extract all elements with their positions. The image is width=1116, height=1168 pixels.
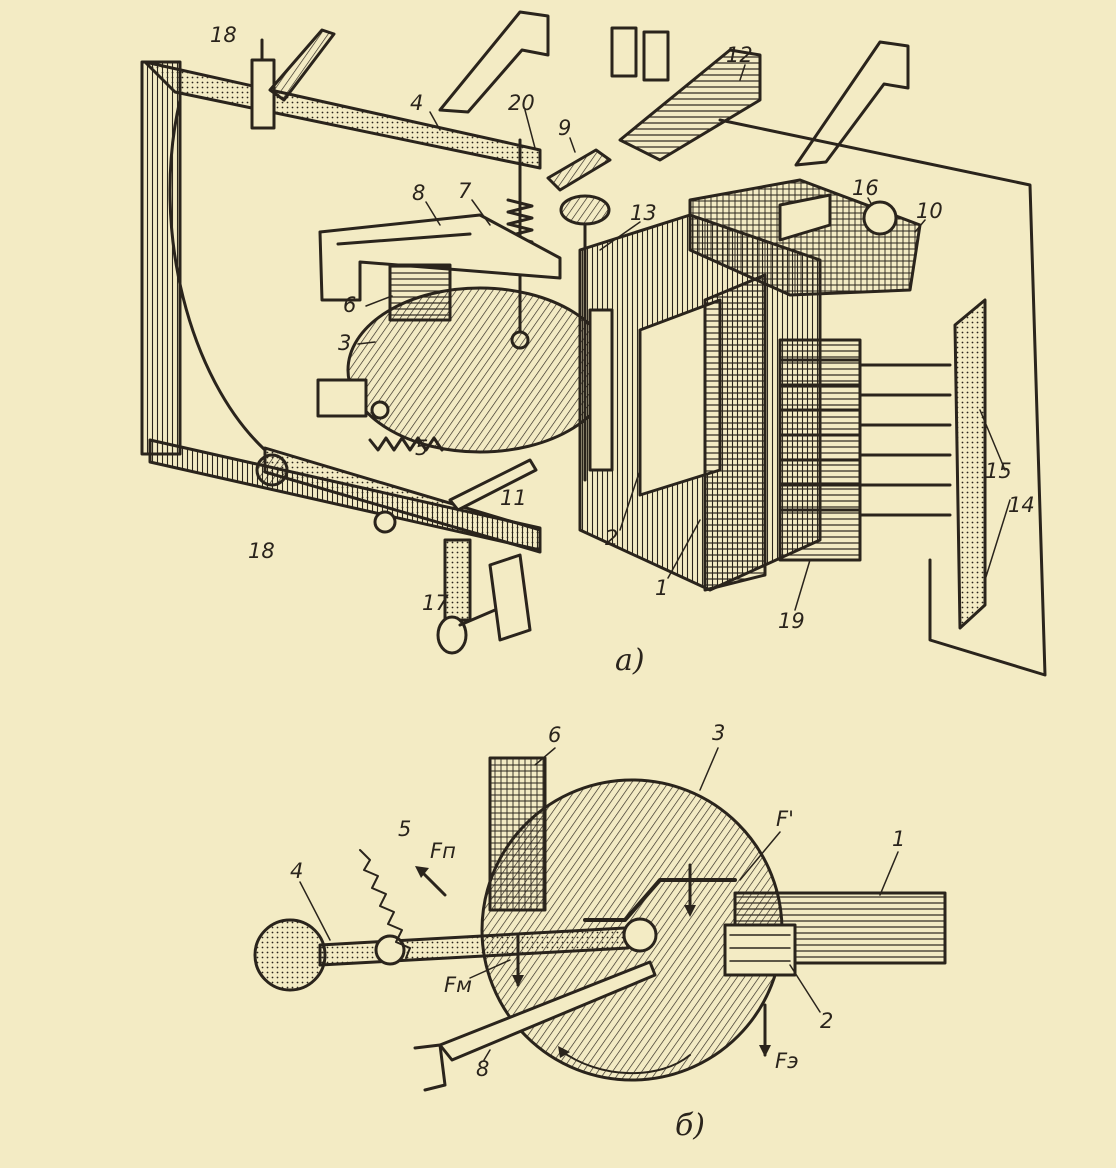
label-18-top: 18: [210, 23, 237, 47]
label-b-Fp: Fп: [430, 839, 456, 863]
label-b-8: 8: [476, 1057, 489, 1081]
label-b-4: 4: [290, 859, 303, 883]
knob: [559, 194, 611, 482]
top-bracket: [250, 28, 336, 130]
label-16: 16: [852, 176, 879, 200]
adjust-screw: [316, 378, 390, 420]
label-11: 11: [500, 486, 527, 510]
label-1: 1: [655, 576, 668, 600]
figure-a-labels: 18 4 20 9 12 8 7 13 16 10 6 3 5 11 2 1 1…: [210, 23, 1035, 678]
label-19: 19: [778, 609, 805, 633]
label-18-bottom: 18: [248, 539, 275, 563]
handles: [438, 10, 910, 167]
spring-5-b: [359, 849, 411, 959]
label-12: 12: [726, 43, 753, 67]
magnet-6-b: [488, 756, 547, 912]
label-b-Fe: Fэ: [775, 1049, 799, 1073]
figure-b-labels: 6 3 5 Fп F' 1 4 Fм 2 8 Fэ б): [290, 721, 905, 1143]
label-15: 15: [985, 459, 1012, 483]
figure-b: [253, 756, 947, 1092]
caption-b: б): [675, 1108, 705, 1143]
label-9: 9: [558, 116, 571, 140]
label-7: 7: [458, 179, 472, 203]
spring-5: [368, 436, 444, 452]
figure-a: [140, 10, 1047, 677]
label-10: 10: [916, 199, 943, 223]
coil-19: [778, 338, 862, 562]
label-8: 8: [412, 181, 425, 205]
label-20: 20: [508, 91, 535, 115]
caption-a: а): [615, 643, 645, 678]
label-b-5: 5: [398, 817, 411, 841]
lower-lever: [255, 446, 542, 554]
disc-3: [346, 286, 614, 454]
label-14: 14: [1008, 493, 1035, 517]
wire-frame: [718, 118, 1047, 677]
label-4: 4: [410, 91, 423, 115]
bracket-8-b: [413, 960, 657, 1092]
bracket-17: [436, 538, 532, 655]
lever-4-b: [253, 878, 737, 992]
electromagnet: [578, 178, 922, 592]
label-b-1: 1: [892, 827, 905, 851]
bracket-8: [318, 213, 562, 302]
terminal-board: [953, 298, 987, 630]
force-arrows: [415, 863, 771, 1075]
label-6: 6: [343, 293, 356, 317]
label-b-6: 6: [548, 723, 561, 747]
label-2: 2: [605, 526, 618, 550]
electromagnet-1-b: [723, 891, 947, 977]
bar-9: [546, 148, 612, 192]
label-b-2: 2: [820, 1009, 833, 1033]
label-5: 5: [415, 436, 428, 460]
label-b-Fm: Fм: [444, 973, 472, 997]
scale-13: [588, 308, 614, 472]
label-17: 17: [422, 591, 449, 615]
label-3: 3: [338, 331, 351, 355]
label-b-Fprime: F': [776, 807, 794, 831]
label-13: 13: [630, 201, 657, 225]
tap-pins: [858, 363, 952, 517]
label-b-3: 3: [712, 721, 725, 745]
